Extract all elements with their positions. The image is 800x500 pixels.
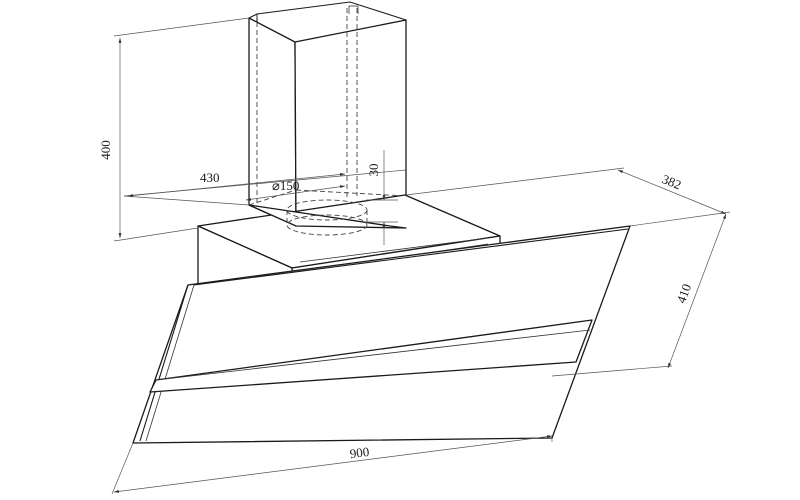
chimney-left-face <box>248 17 297 227</box>
glass-panel-stripe <box>149 319 593 393</box>
glass-panel <box>132 225 631 444</box>
dimension-width: 900 <box>111 435 553 495</box>
chimney-top-edge <box>256 1 407 21</box>
dimension-label-382: 382 <box>660 171 684 192</box>
dimension-label-30: 30 <box>366 164 381 177</box>
dimension-chimney-width: 430 <box>123 169 407 206</box>
dimension-duct-diameter: ⌀150 <box>245 178 346 201</box>
dimension-outlet-offset: 30 <box>366 150 398 245</box>
dimension-label-400: 400 <box>98 140 113 160</box>
dimension-label-150: ⌀150 <box>272 178 299 193</box>
dimension-panel-height: 410 <box>551 213 727 377</box>
dimension-label-900: 900 <box>349 444 370 461</box>
dimension-chimney-height: 400 <box>98 17 250 242</box>
dimension-label-430: 430 <box>200 170 220 185</box>
dimension-label-410: 410 <box>673 282 694 305</box>
